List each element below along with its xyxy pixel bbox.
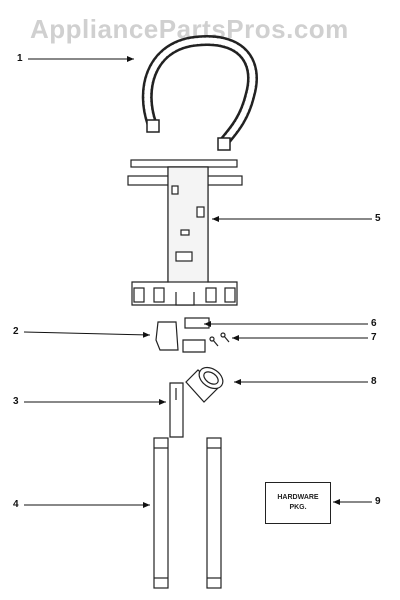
hardware-package-box: HARDWARE PKG. xyxy=(265,482,331,524)
callout-5: 5 xyxy=(375,213,381,224)
tube-parts xyxy=(153,437,222,589)
frame-part xyxy=(127,159,243,306)
connector-tube-part xyxy=(169,382,184,438)
callout-4: 4 xyxy=(13,499,19,510)
callout-7: 7 xyxy=(371,332,377,343)
callout-3: 3 xyxy=(13,396,19,407)
callout-8: 8 xyxy=(371,376,377,387)
elbow-part xyxy=(185,366,224,403)
callout-6: 6 xyxy=(371,318,377,329)
leader-lines xyxy=(23,56,372,508)
hardware-pkg-label: PKG. xyxy=(289,504,307,511)
callout-1: 1 xyxy=(17,53,23,64)
hose-part xyxy=(141,35,258,151)
callout-9: 9 xyxy=(375,496,381,507)
hardware-label: HARDWARE xyxy=(277,494,319,501)
bracket-parts xyxy=(155,317,230,353)
callout-2: 2 xyxy=(13,326,19,337)
